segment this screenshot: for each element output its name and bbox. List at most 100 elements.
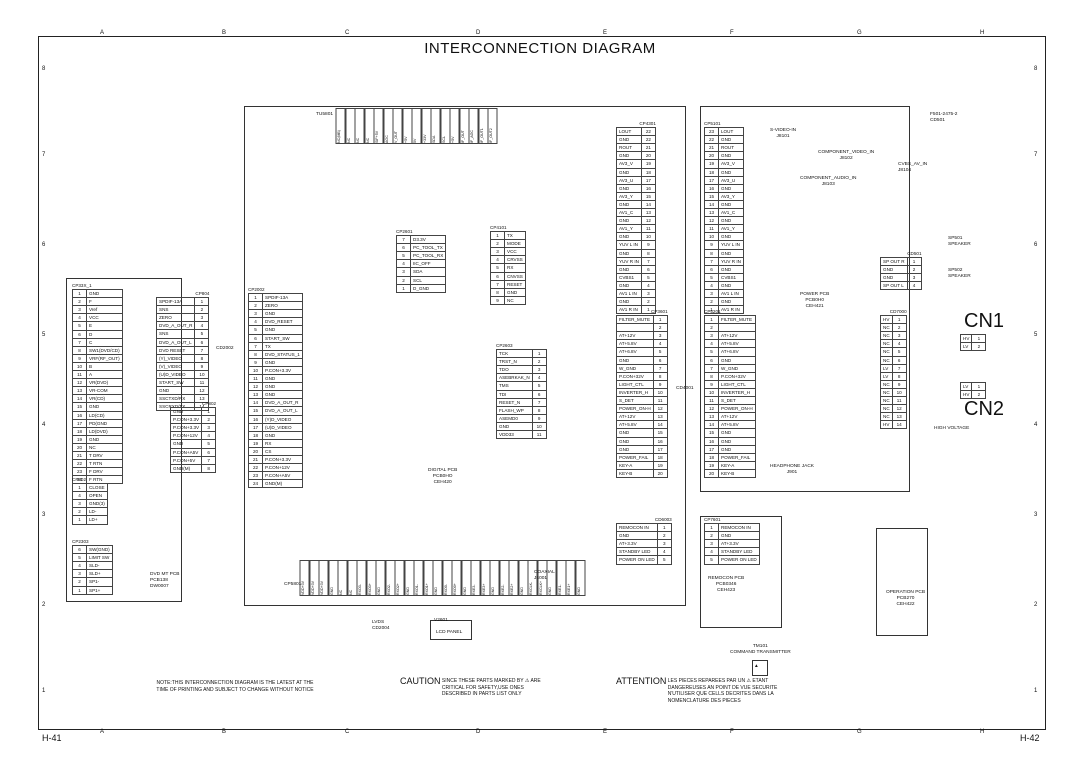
- vertical-pin: RXO3-: [357, 560, 367, 596]
- pin-signal: P.CON+12V: [262, 463, 303, 473]
- cvbs-av-ref: J8104: [898, 168, 912, 173]
- vertical-pin: RXO3+: [366, 560, 376, 596]
- pin-signal: GND(3): [86, 499, 108, 509]
- vertical-pin: +33V: [421, 108, 431, 144]
- pin-signal: RESET: [504, 279, 526, 289]
- pin-number: 5: [396, 251, 411, 261]
- pin-signal: LIGHT_CTL: [616, 379, 654, 389]
- pin-number: 11: [531, 430, 547, 440]
- pin-signal: GND: [718, 183, 744, 193]
- zone-col: E: [603, 30, 608, 36]
- pin-number: 23: [704, 127, 719, 137]
- pin-signal: SSCTXD/RX: [155, 394, 196, 404]
- pin-signal: F DRV: [86, 467, 123, 477]
- pcb-code: CEH423: [717, 588, 736, 593]
- zone-row: 6: [42, 242, 46, 248]
- pin-signal: POWER ON LED: [718, 555, 760, 565]
- pin-signal: AV1_Y: [718, 224, 744, 234]
- pin-signal: P.CON+3.3V: [169, 423, 203, 433]
- pin-signal: TRST_N: [496, 357, 533, 367]
- vertical-pin: NC: [347, 560, 357, 596]
- pin-number: 1: [72, 289, 87, 299]
- pin-signal: GND: [616, 248, 642, 258]
- pin-signal: C: [86, 337, 123, 347]
- pin-signal: POWER_FAIL: [616, 452, 654, 462]
- pin-number: 8: [704, 371, 719, 381]
- pin-signal: ZERO: [155, 313, 196, 323]
- pin-signal: GND: [616, 151, 642, 161]
- cvbs-av-name: CVBS_AV_IN: [898, 162, 928, 167]
- pin-signal: (Y)D_VIDEO: [262, 414, 303, 424]
- pin-number: 18: [248, 430, 263, 440]
- vertical-pin: VDD+3V: [319, 560, 329, 596]
- vertical-pin: RXO2+: [395, 560, 405, 596]
- pin-number: 5: [652, 347, 668, 357]
- pin-number: 1: [656, 523, 672, 533]
- svideo-label: S-VIDEO-IN J8101: [770, 128, 796, 140]
- pin-signal: AT+12V: [616, 331, 654, 341]
- pin-signal: HV: [880, 420, 893, 430]
- vertical-pin: IF_OUT: [459, 108, 469, 144]
- zone-row: 3: [42, 512, 46, 518]
- pin-number: 13: [194, 394, 210, 404]
- pin-signal: D: [86, 329, 123, 339]
- dc-jack-name: F501-2475-2: [930, 112, 958, 117]
- pin-signal: W_GND: [718, 363, 756, 373]
- vertical-pin: RXO1+: [423, 560, 433, 596]
- pin-signal: RX: [262, 438, 303, 448]
- pin-signal: GND: [616, 428, 654, 438]
- pin-signal: POWER ON LED: [616, 555, 658, 565]
- pin-signal: GND: [718, 355, 756, 365]
- pin-signal: DVD_A_OUT_L: [262, 406, 303, 416]
- pin-number: 4: [640, 280, 656, 290]
- pin-number: 11: [194, 378, 210, 388]
- pin-number: 9: [248, 357, 263, 367]
- pin-signal: GND: [880, 273, 908, 283]
- pin-signal: GND: [718, 428, 756, 438]
- pin-signal: REMOCON IN: [718, 523, 760, 533]
- pin-number: 7: [248, 341, 263, 351]
- attention-title: ATTENTION: [616, 676, 667, 686]
- pin-number: 1: [490, 231, 505, 241]
- connector-name: CD6003: [654, 517, 672, 522]
- pin-number: 20: [72, 442, 87, 452]
- pin-number: 9: [652, 379, 668, 389]
- pin-signal: A: [86, 370, 123, 380]
- pin-signal: DVD_RESET: [262, 317, 303, 327]
- drawing-frame: [38, 36, 1046, 730]
- pin-signal: SP1-: [86, 577, 113, 587]
- pin-number: 7: [490, 279, 505, 289]
- pin-signal: KEY-B: [718, 468, 756, 478]
- vertical-pin: SDA: [431, 108, 441, 144]
